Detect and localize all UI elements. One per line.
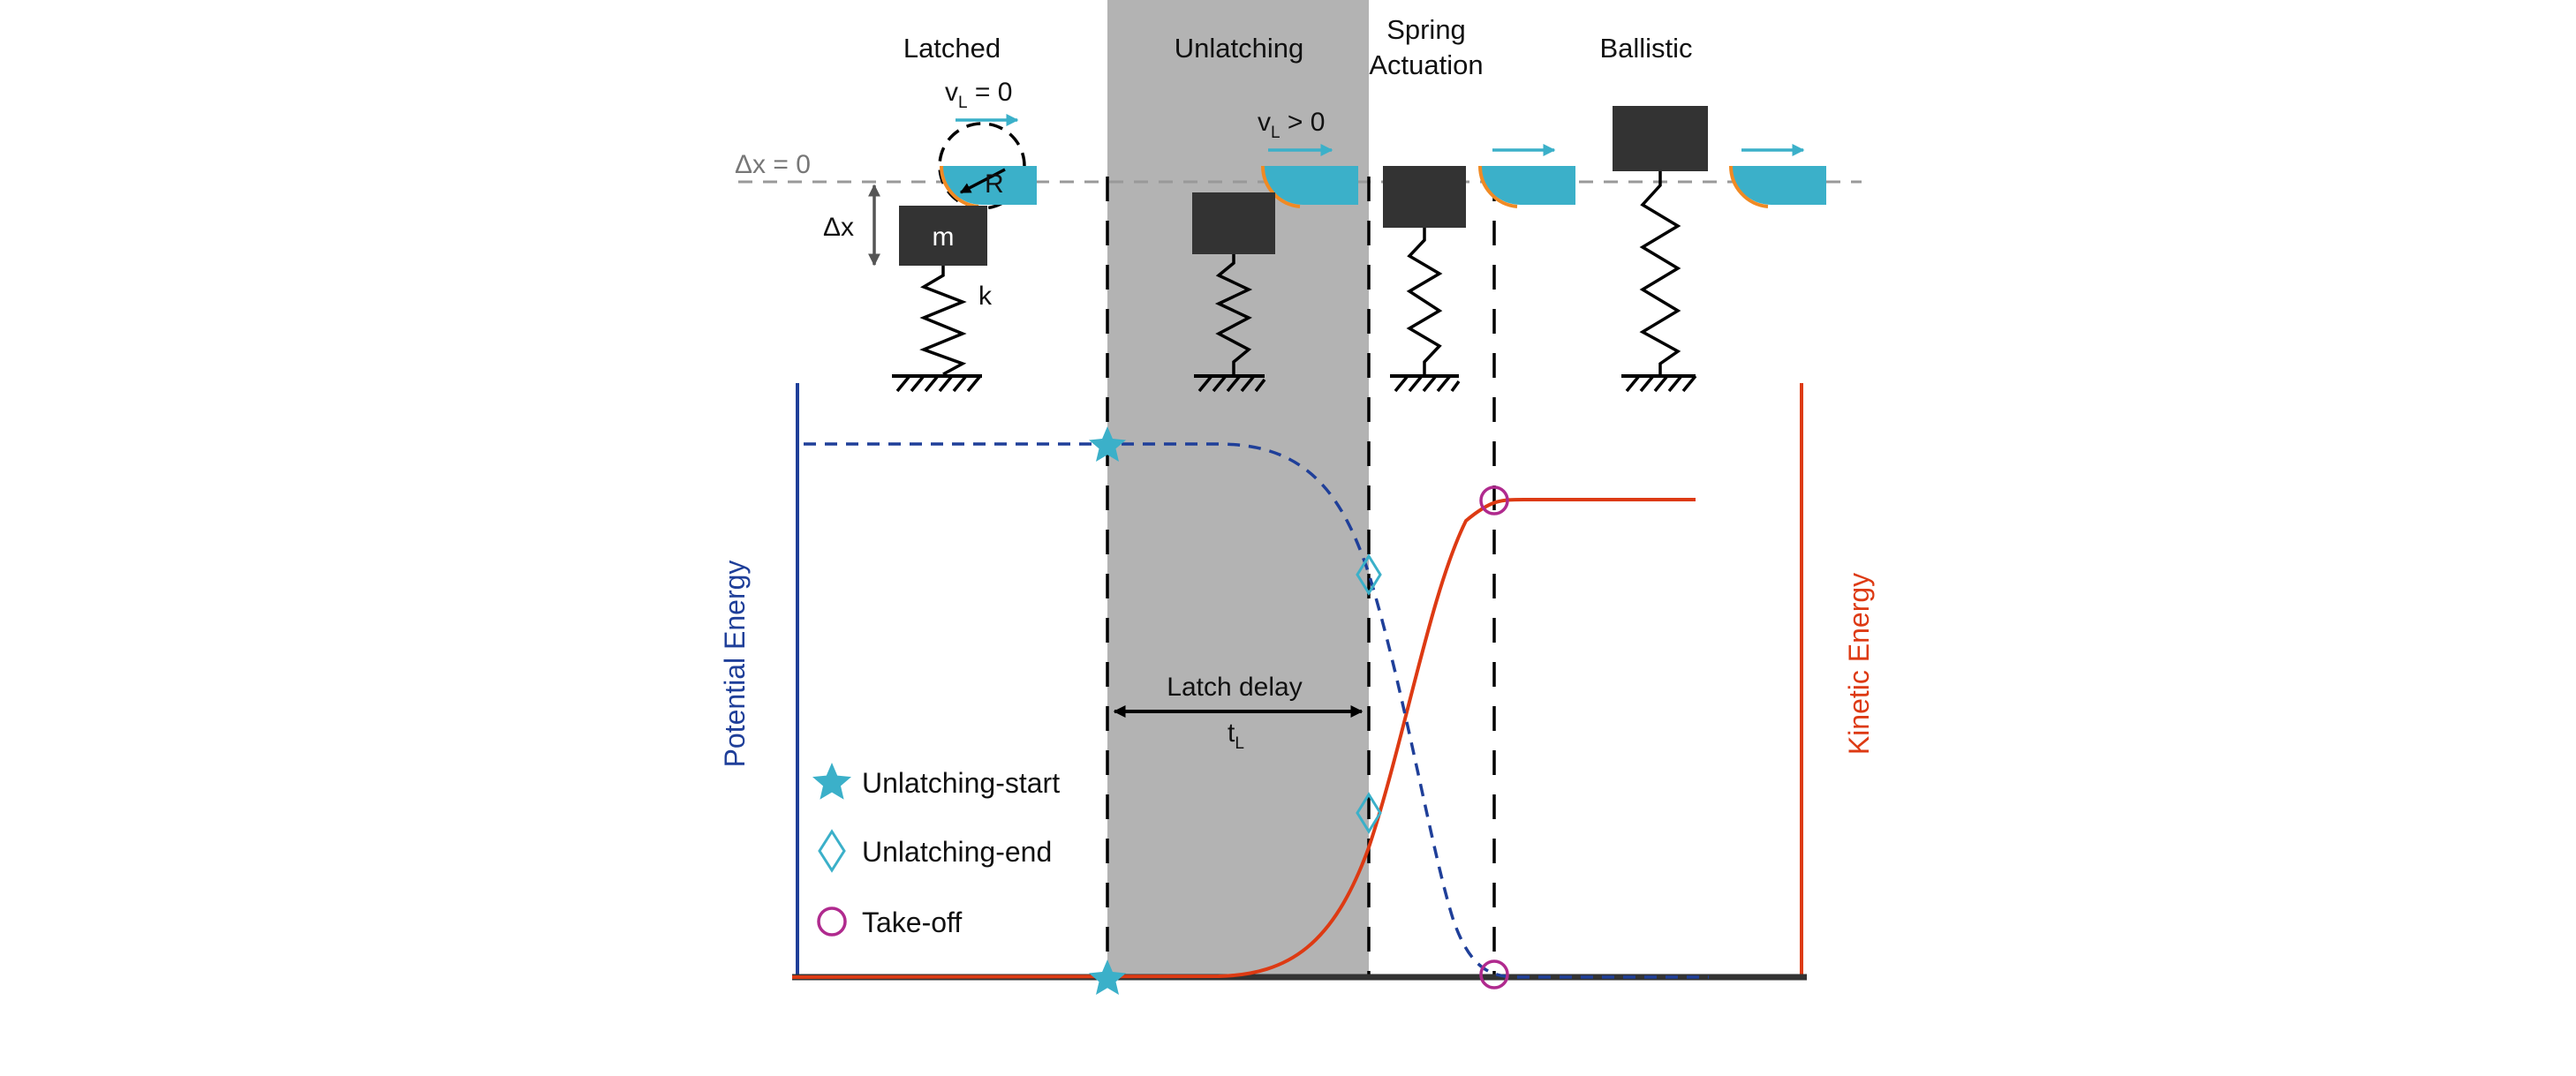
legend-start-label: Unlatching-start [862, 767, 1060, 799]
star-marker-bottom [1089, 959, 1126, 995]
diamond-marker-bottom [1356, 792, 1382, 834]
ground-hatch-4 [1625, 374, 1697, 393]
latch-edge-3 [1477, 165, 1518, 208]
phase-latched: Latched [903, 33, 1001, 64]
phase-actuation: Actuation [1369, 49, 1483, 80]
kinetic-axis-label: Kinetic Energy [1843, 573, 1875, 755]
spring-coil-4 [1639, 171, 1681, 374]
spring-k-label: k [978, 282, 993, 311]
kinetic-energy-curve [791, 497, 1696, 979]
dx-label: Δx [823, 213, 854, 242]
latch-edge-4 [1728, 165, 1769, 208]
takeoff-marker-top [1479, 485, 1509, 515]
legend-circle-icon [817, 907, 847, 937]
potential-energy-curve [804, 442, 1709, 979]
mass-block-2 [1192, 192, 1275, 254]
legend-star-icon [812, 763, 851, 800]
legend-end-label: Unlatching-end [862, 836, 1052, 868]
legend: Unlatching-start Unlatching-end Take-off [812, 763, 1060, 938]
ground-hatch-2 [1197, 374, 1266, 393]
latch-delay-label: Latch delay [1167, 673, 1302, 702]
latch-body-3 [1480, 166, 1575, 206]
star-marker-top [1089, 426, 1126, 462]
mass-block-4 [1613, 106, 1708, 171]
potential-axis-label: Potential Energy [719, 561, 751, 768]
unlatching-mechanism: vL > 0 [1192, 108, 1358, 393]
phase-unlatching: Unlatching [1175, 33, 1303, 64]
legend-takeoff-label: Take-off [862, 907, 962, 938]
mass-block-3 [1383, 166, 1466, 228]
ballistic-mechanism [1613, 106, 1826, 393]
radius-arrow [959, 168, 1006, 194]
radius-label: R [985, 169, 1004, 199]
mass-block [899, 206, 987, 266]
mass-label: m [933, 222, 955, 252]
dx-zero-label: Δx = 0 [735, 150, 811, 179]
legend-diamond-icon [818, 829, 846, 873]
unlatching-shade [1107, 0, 1369, 977]
latch-body-4 [1731, 166, 1826, 206]
spring-actuation-mechanism [1383, 144, 1575, 393]
spring-coil-2 [1214, 254, 1253, 374]
latch-body [941, 166, 1037, 206]
spring-coil [919, 266, 967, 376]
latch-edge [939, 165, 979, 208]
phase-ballistic: Ballistic [1599, 33, 1692, 64]
diamond-marker-top [1356, 553, 1382, 596]
ground-hatch-3 [1394, 374, 1461, 393]
takeoff-marker-bottom [1479, 959, 1509, 989]
ground-hatch [895, 374, 982, 393]
phase-spring: Spring [1386, 14, 1466, 45]
latch-body-2 [1263, 166, 1358, 206]
spring-coil-3 [1406, 228, 1443, 374]
t-latch-label: tL [1228, 719, 1244, 753]
v-zero-label: vL = 0 [945, 78, 1012, 112]
latched-mechanism: R vL = 0 m Δx k [823, 78, 1037, 393]
v-positive-label: vL > 0 [1258, 108, 1325, 142]
